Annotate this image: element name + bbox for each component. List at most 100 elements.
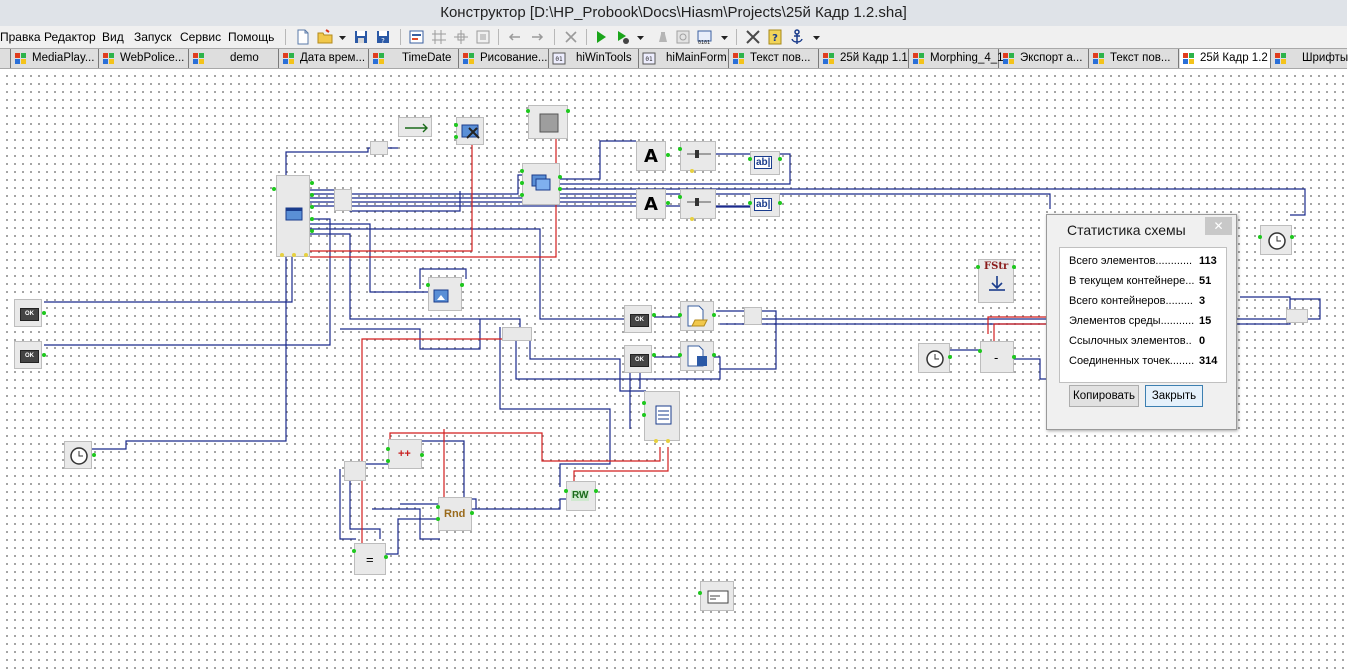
wire[interactable] bbox=[308, 189, 461, 212]
wire[interactable] bbox=[308, 233, 521, 339]
debug-dropdown-icon[interactable] bbox=[632, 28, 650, 46]
screen-tools-component[interactable] bbox=[456, 117, 484, 145]
wire[interactable] bbox=[372, 508, 440, 540]
pin[interactable] bbox=[778, 201, 782, 205]
font-component[interactable]: A bbox=[636, 141, 666, 171]
menu-item-edit[interactable]: Правка bbox=[0, 30, 41, 44]
pin[interactable] bbox=[652, 313, 656, 317]
font-component[interactable]: A bbox=[636, 189, 666, 219]
format-string-component[interactable]: FStr bbox=[978, 259, 1014, 303]
wire[interactable] bbox=[419, 268, 467, 289]
pin[interactable] bbox=[698, 591, 702, 595]
wire[interactable] bbox=[308, 223, 432, 293]
menu-item-view[interactable]: Вид bbox=[102, 30, 124, 44]
wire[interactable] bbox=[340, 319, 481, 350]
tab-project[interactable]: Дата врем... bbox=[280, 49, 369, 68]
pin[interactable] bbox=[690, 169, 694, 173]
read-write-component[interactable]: RW bbox=[566, 481, 596, 511]
properties-icon[interactable] bbox=[408, 28, 426, 46]
pin[interactable] bbox=[666, 153, 670, 157]
wire[interactable] bbox=[573, 447, 669, 484]
wire[interactable] bbox=[1012, 358, 1050, 380]
pin[interactable] bbox=[386, 459, 390, 463]
math-component[interactable]: - bbox=[980, 341, 1014, 373]
save-all-icon[interactable]: ? bbox=[374, 28, 392, 46]
pin[interactable] bbox=[652, 353, 656, 357]
button-component[interactable]: OK bbox=[14, 299, 42, 327]
pin[interactable] bbox=[470, 511, 474, 515]
wire[interactable] bbox=[499, 327, 611, 487]
pin[interactable] bbox=[748, 157, 752, 161]
wire[interactable] bbox=[560, 193, 1051, 209]
pin[interactable] bbox=[436, 505, 440, 509]
pin[interactable] bbox=[352, 549, 356, 553]
memo-component[interactable] bbox=[644, 391, 680, 441]
wire[interactable] bbox=[349, 479, 381, 539]
tab-scroll-left[interactable] bbox=[0, 49, 11, 68]
delete-icon[interactable] bbox=[562, 28, 580, 46]
help-icon[interactable]: ? bbox=[766, 28, 784, 46]
pin[interactable] bbox=[310, 229, 314, 233]
fit-icon[interactable] bbox=[474, 28, 492, 46]
stop-icon[interactable] bbox=[654, 28, 672, 46]
main-form-component[interactable] bbox=[276, 175, 310, 257]
menu-item-editor[interactable]: Редактор bbox=[44, 30, 96, 44]
open-dialog-component[interactable] bbox=[680, 301, 714, 331]
pin[interactable] bbox=[690, 217, 694, 221]
new-icon[interactable] bbox=[294, 28, 312, 46]
hub-component[interactable] bbox=[1286, 309, 1308, 323]
grid-icon[interactable] bbox=[430, 28, 448, 46]
edit-component[interactable]: ab| bbox=[750, 193, 780, 217]
pin[interactable] bbox=[454, 123, 458, 127]
wire[interactable] bbox=[560, 140, 636, 180]
pin[interactable] bbox=[948, 355, 952, 359]
button-component[interactable]: OK bbox=[624, 345, 652, 373]
pin[interactable] bbox=[420, 453, 424, 457]
export-dropdown-icon[interactable] bbox=[716, 28, 734, 46]
pin[interactable] bbox=[454, 135, 458, 139]
pin[interactable] bbox=[654, 439, 658, 443]
pin[interactable] bbox=[92, 453, 96, 457]
pin[interactable] bbox=[386, 447, 390, 451]
pin[interactable] bbox=[42, 311, 46, 315]
pin[interactable] bbox=[1012, 355, 1016, 359]
button-component[interactable]: OK bbox=[14, 341, 42, 369]
open-icon[interactable] bbox=[316, 28, 334, 46]
wire[interactable] bbox=[760, 298, 1321, 320]
pin[interactable] bbox=[666, 201, 670, 205]
pin[interactable] bbox=[978, 349, 982, 353]
tab-project[interactable]: demo bbox=[190, 49, 279, 68]
pin[interactable] bbox=[678, 313, 682, 317]
dialog-close-button[interactable]: ✕ bbox=[1205, 217, 1232, 235]
image-component[interactable] bbox=[428, 277, 462, 311]
wire[interactable] bbox=[44, 218, 331, 346]
wire[interactable] bbox=[560, 153, 791, 185]
wire[interactable] bbox=[44, 214, 293, 303]
align-icon[interactable] bbox=[452, 28, 470, 46]
tab-project[interactable]: WebPolice... bbox=[100, 49, 189, 68]
scheme-canvas[interactable]: OK OK A ab| A ab| OK OK bbox=[0, 69, 1347, 671]
wire[interactable] bbox=[389, 432, 661, 462]
pin[interactable] bbox=[678, 353, 682, 357]
tab-project[interactable]: Экспорт а... bbox=[1000, 49, 1089, 68]
label-settings-component[interactable] bbox=[680, 141, 716, 171]
wire[interactable] bbox=[987, 316, 1050, 334]
pin[interactable] bbox=[1290, 235, 1294, 239]
pin[interactable] bbox=[666, 439, 670, 443]
close-button[interactable]: Закрыть bbox=[1145, 385, 1203, 407]
open-dropdown-icon[interactable] bbox=[334, 28, 352, 46]
wire[interactable] bbox=[470, 498, 570, 510]
wire[interactable] bbox=[339, 469, 356, 540]
pin[interactable] bbox=[426, 283, 430, 287]
pin[interactable] bbox=[42, 353, 46, 357]
anchor-dropdown-icon[interactable] bbox=[808, 28, 826, 46]
undo-icon[interactable] bbox=[506, 28, 524, 46]
increment-component[interactable]: ++ bbox=[388, 439, 422, 469]
compile-icon[interactable] bbox=[674, 28, 692, 46]
pin[interactable] bbox=[564, 489, 568, 493]
wire[interactable] bbox=[308, 228, 628, 320]
hub-component[interactable] bbox=[344, 461, 366, 481]
run-icon[interactable] bbox=[592, 28, 610, 46]
pin[interactable] bbox=[1012, 265, 1016, 269]
